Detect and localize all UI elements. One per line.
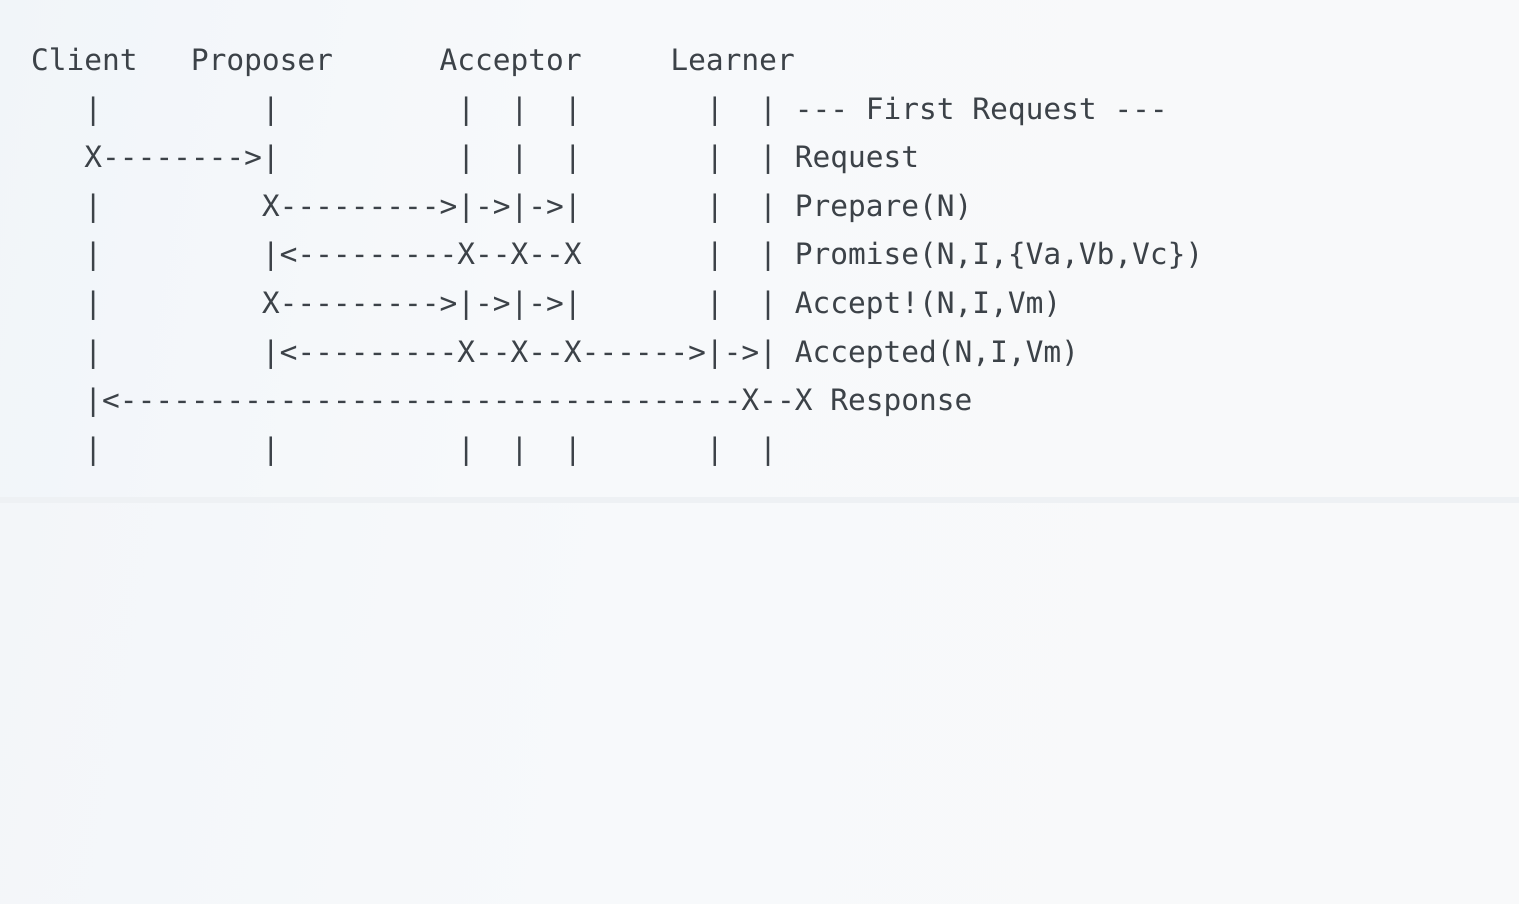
block-first-request: Client Proposer Acceptor Learner | | | |… — [0, 0, 1519, 497]
block-following-requests: Client Proposer Acceptor Learner | | | |… — [0, 503, 1519, 904]
block-divider — [0, 497, 1519, 503]
ascii-art-first-request: Client Proposer Acceptor Learner | | | |… — [31, 43, 1204, 466]
